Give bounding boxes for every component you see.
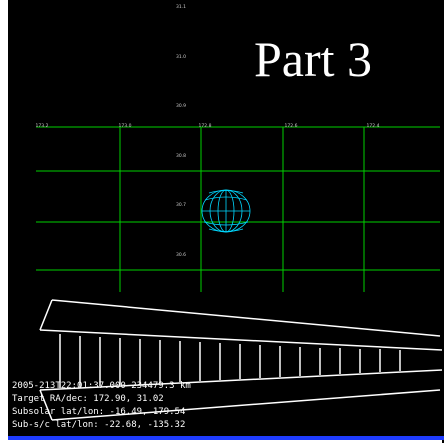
ra-label: 173.0 <box>119 123 132 129</box>
page-title: Part 3 <box>254 31 373 87</box>
info-time-range: 2005-213T22:01:37.000 234479.3 km <box>12 381 191 391</box>
ra-label: 173.2 <box>36 123 49 129</box>
info-subsolar: Subsolar lat/lon: -16.49, 179.54 <box>12 407 186 417</box>
dec-label: 30.6 <box>176 252 186 258</box>
observation-info: 2005-213T22:01:37.000 234479.3 km Target… <box>12 380 191 432</box>
dec-label: 30.9 <box>176 103 186 109</box>
celestial-grid <box>36 126 440 292</box>
info-subspacecraft: Sub-s/c lat/lon: -22.68, -135.32 <box>12 420 186 430</box>
dec-label: 31.0 <box>176 54 186 60</box>
ra-label: 172.4 <box>367 123 380 129</box>
dec-label: 30.7 <box>176 202 186 208</box>
ring-ladder <box>39 299 443 421</box>
target-globe <box>201 189 251 233</box>
dec-label: 30.8 <box>176 153 186 159</box>
right-border <box>442 0 444 443</box>
info-underline-bar <box>8 436 444 440</box>
dec-label: 31.1 <box>176 4 186 10</box>
ra-label: 172.8 <box>199 123 212 129</box>
ra-label: 172.6 <box>285 123 298 129</box>
info-target-radec: Target RA/dec: 172.90, 31.02 <box>12 394 164 404</box>
